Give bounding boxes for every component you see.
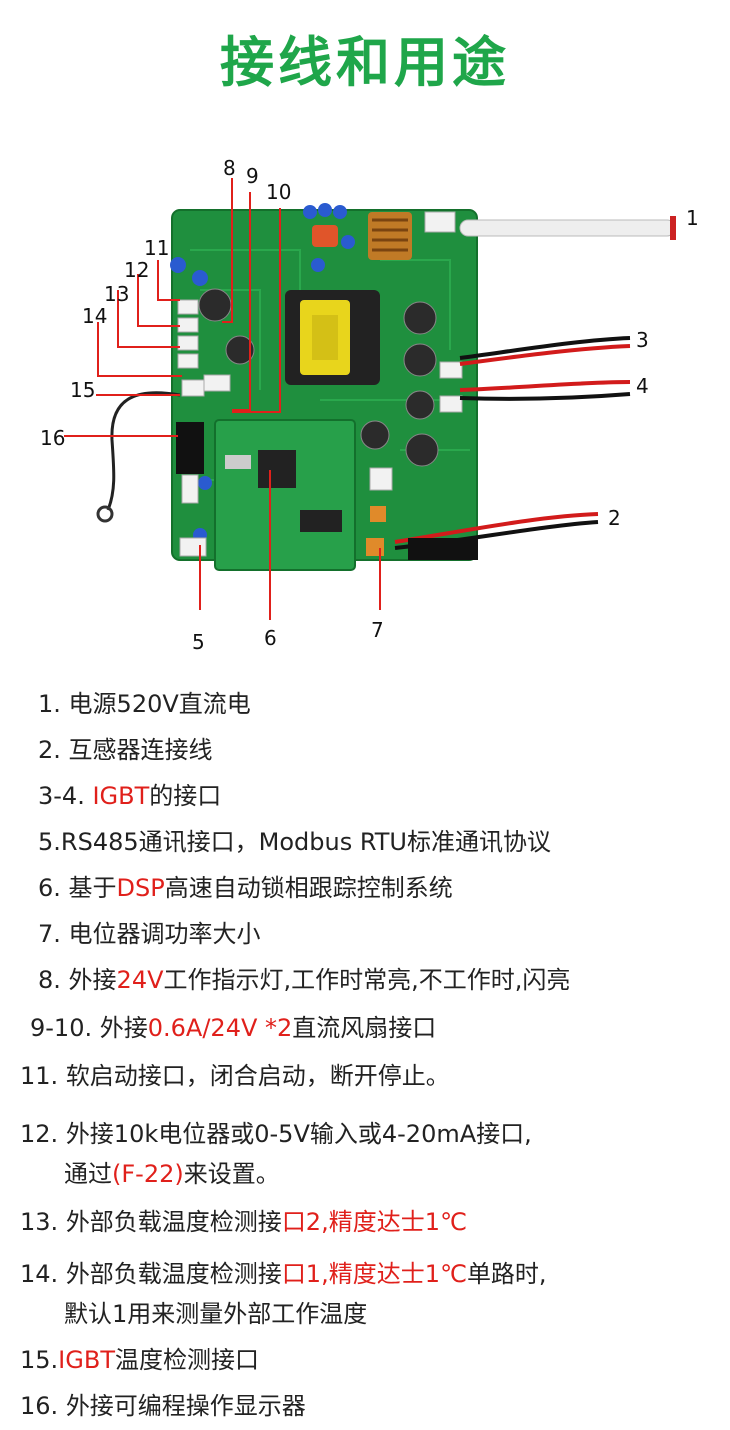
callout-9: 9 [246, 164, 259, 188]
callout-3: 3 [636, 328, 649, 352]
list-item-continuation: 默认1用来测量外部工作温度 [64, 1300, 368, 1328]
display-header [176, 422, 204, 474]
potentiometer [366, 538, 384, 556]
list-item: 13. 外部负载温度检测接口2,精度达士1℃ [20, 1208, 467, 1236]
list-item: 9-10. 外接0.6A/24V *2直流风扇接口 [30, 1014, 437, 1042]
list-item: 3-4. IGBT的接口 [38, 782, 222, 810]
callout-16: 16 [40, 426, 66, 450]
callout-1: 1 [686, 206, 699, 230]
mains-cable [459, 219, 676, 237]
list-item: 6. 基于DSP高速自动锁相跟踪控制系统 [38, 874, 453, 902]
callout-7: 7 [371, 618, 384, 642]
callout-4: 4 [636, 374, 649, 398]
callout-6: 6 [264, 626, 277, 650]
list-item: 5.RS485通讯接口，Modbus RTU标准通讯协议 [38, 828, 551, 856]
callout-5: 5 [192, 630, 205, 654]
list-item: 15.IGBT温度检测接口 [20, 1346, 259, 1374]
list-item: 1. 电源520V直流电 [38, 690, 251, 718]
callout-2: 2 [608, 506, 621, 530]
list-item-continuation: 通过(F-22)来设置。 [64, 1160, 280, 1188]
callout-13: 13 [104, 282, 130, 306]
list-item: 14. 外部负载温度检测接口1,精度达士1℃单路时, [20, 1260, 547, 1288]
callout-14: 14 [82, 304, 108, 328]
list-item: 2. 互感器连接线 [38, 736, 213, 764]
inductor [368, 212, 412, 260]
dsp-chip [258, 450, 296, 488]
dsp-board [214, 419, 356, 571]
list-item: 12. 外接10k电位器或0-5V输入或4-20mA接口, [20, 1120, 532, 1148]
callout-10: 10 [266, 180, 292, 204]
list-item: 8. 外接24V工作指示灯,工作时常亮,不工作时,闪亮 [38, 966, 571, 994]
page-title: 接线和用途 [220, 31, 510, 94]
pcb-illustration [64, 178, 676, 620]
callout-11: 11 [144, 236, 170, 260]
list-item: 11. 软启动接口，闭合启动，断开停止。 [20, 1062, 450, 1090]
callout-12: 12 [124, 258, 150, 282]
temperature-probe [96, 505, 114, 523]
callout-15: 15 [70, 378, 96, 402]
list-item: 16. 外接可编程操作显示器 [20, 1392, 306, 1420]
board-diagram: 8 9 10 1 11 12 13 14 3 4 15 16 2 7 5 6 [0, 150, 730, 670]
callout-8: 8 [223, 156, 236, 180]
list-item: 7. 电位器调功率大小 [38, 920, 261, 948]
